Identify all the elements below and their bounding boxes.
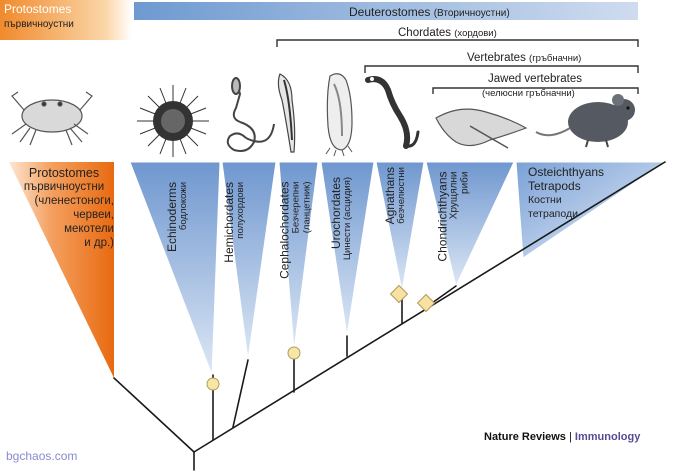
vertebrates-label: Vertebrates (гръбначни) bbox=[467, 52, 581, 64]
tetrapods-name-bg: тетраподи bbox=[528, 208, 578, 220]
sea-urchin-icon bbox=[137, 85, 209, 157]
jawed-vertebrates-label-bg-wrap: (челюсни гръбначни) bbox=[482, 87, 575, 99]
protostomes-panel-line-1: първичноустни bbox=[23, 181, 105, 193]
protostomes-panel-line-3: червеи, bbox=[73, 209, 114, 221]
urochordates-triangle bbox=[320, 161, 375, 337]
hemichordates-name: Hemichordates bbox=[222, 182, 236, 263]
echinoderms-name: Echinoderms bbox=[165, 182, 179, 253]
node-echinoderm-hemichordate bbox=[206, 377, 220, 391]
chordates-bracket bbox=[276, 39, 639, 47]
agnathans-name-bg: безчелюстни bbox=[396, 167, 407, 224]
urochordates-label: Urochordates Цинести (асцидия) bbox=[329, 177, 354, 297]
protostomes-panel-title: Protostomes bbox=[28, 166, 100, 180]
chordates-label-bg: (хордови) bbox=[454, 28, 497, 39]
jawed-vertebrates-label: Jawed vertebrates bbox=[488, 73, 582, 85]
echinoderms-name-bg: бодлокожи bbox=[178, 182, 189, 231]
vertebrates-label-bg: (гръбначни) bbox=[529, 53, 582, 64]
agnathans-triangle bbox=[375, 161, 425, 292]
node-jawed-vertebrates bbox=[416, 293, 436, 313]
urochordates-name: Urochordates bbox=[329, 177, 343, 250]
vertebrates-bracket bbox=[364, 65, 639, 73]
node-chordates bbox=[287, 346, 301, 360]
watermark-text: bgchaos.com bbox=[6, 449, 78, 463]
protostomes-header-label-bg: първичноустни bbox=[4, 19, 74, 30]
urochordates-name-bg: Цинести (асцидия) bbox=[342, 177, 353, 261]
protostomes-header: Protostomes първичноустни bbox=[0, 0, 132, 40]
chondrichthyans-label: Chondrichthyans Хрущялни риби bbox=[435, 171, 471, 272]
crab-icon bbox=[11, 91, 93, 146]
jawed-vertebrates-label-bg: (челюсни гръбначни) bbox=[482, 88, 575, 99]
chondrichthyans-name-bg-2: риби bbox=[459, 171, 471, 194]
chordates-label-en: Chordates bbox=[398, 27, 452, 39]
journal-section: Immunology bbox=[574, 431, 641, 443]
deuterostomes-label: Deuterostomes (Вторичноустни) bbox=[349, 5, 510, 19]
chondrichthyans-name: Chondrichthyans bbox=[435, 171, 450, 262]
cephalochordates-label: Cephalochordates Безчерепни (ланцетник) bbox=[277, 181, 313, 302]
protostomes-header-label: Protostomes bbox=[4, 2, 72, 16]
chondrichthyans-name-bg: Хрущялни bbox=[448, 171, 460, 220]
journal-separator: | bbox=[569, 431, 572, 443]
cephalochordates-name-bg-2: (ланцетник) bbox=[301, 181, 313, 234]
agnathans-label: Agnathans безчелюстни bbox=[383, 167, 408, 257]
echinoderms-label: Echinoderms бодлокожи bbox=[165, 182, 190, 292]
vertebrates-label-en: Vertebrates bbox=[467, 52, 526, 64]
protostomes-panel-text: Protostomes първичноустни (членестоноги,… bbox=[14, 166, 114, 250]
osteichthyans-name-bg: Костни bbox=[528, 194, 562, 206]
sea-squirt-icon bbox=[325, 73, 353, 157]
chondrichthyans-triangle bbox=[425, 161, 515, 288]
deuterostomes-bar bbox=[134, 2, 638, 20]
journal-name: Nature Reviews bbox=[484, 431, 566, 443]
journal-logo: Nature Reviews | Immunology bbox=[484, 431, 640, 443]
hemichordates-label: Hemichordates полухордови bbox=[222, 182, 247, 292]
jawed-vertebrates-label-en: Jawed vertebrates bbox=[488, 73, 582, 85]
mouse-icon bbox=[535, 94, 635, 148]
node-vertebrates bbox=[389, 284, 409, 304]
protostomes-panel-line-4: мекотели bbox=[64, 223, 114, 235]
chordates-label: Chordates (хордови) bbox=[398, 27, 497, 39]
cephalochordates-triangle bbox=[278, 161, 319, 351]
protostomes-panel-line-2: (членестоноги, bbox=[34, 195, 114, 207]
ray-icon bbox=[435, 108, 528, 149]
echinoderms-triangle bbox=[129, 161, 221, 376]
osteichthyans-label: Osteichthyans Tetrapods Костни тетраподи bbox=[528, 165, 604, 221]
jawed-vertebrates-bracket bbox=[432, 87, 639, 94]
osteichthyans-name: Osteichthyans bbox=[528, 165, 605, 179]
hemichordates-name-bg: полухордови bbox=[235, 182, 246, 239]
osteichthyans-triangle bbox=[515, 161, 667, 259]
lamprey-icon bbox=[365, 76, 420, 149]
deuterostomes-label-en: Deuterostomes bbox=[349, 5, 431, 19]
protostomes-triangle bbox=[9, 162, 114, 378]
agnathans-name: Agnathans bbox=[383, 167, 397, 225]
lancelet-icon bbox=[277, 73, 296, 153]
tetrapods-name: Tetrapods bbox=[528, 179, 581, 193]
deuterostomes-label-bg: (Вторичноустни) bbox=[433, 8, 510, 19]
acorn-worm-icon bbox=[226, 77, 275, 152]
hemichordates-triangle bbox=[221, 161, 277, 361]
protostomes-panel-line-5: и др.) bbox=[84, 237, 114, 249]
cephalochordates-name-bg: Безчерепни bbox=[290, 181, 302, 234]
cephalochordates-name: Cephalochordates bbox=[277, 181, 292, 279]
